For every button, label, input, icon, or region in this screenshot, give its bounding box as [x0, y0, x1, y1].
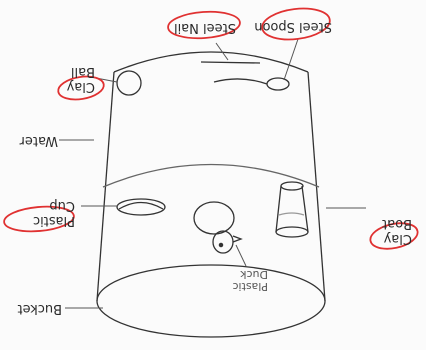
clay-boat-shape	[116, 198, 166, 216]
bucket-rim	[96, 264, 326, 338]
label-plastic-cup: Plastic Cup	[33, 198, 75, 228]
label-bucket: Bucket	[17, 301, 62, 316]
label-plastic-duck: Plastic Duck	[232, 268, 268, 293]
label-steel-spoon: Steel Spoon	[254, 19, 332, 34]
steel-nail-shape	[200, 61, 261, 64]
leader-plastic-duck	[235, 244, 247, 267]
circle-plastic-cup	[3, 205, 75, 233]
leader-spoon	[283, 38, 299, 81]
circle-steel-spoon	[261, 7, 331, 41]
label-water: Water	[19, 133, 58, 148]
label-plastic-duck-line1: Plastic	[232, 280, 268, 293]
leader-nail	[215, 42, 229, 61]
steel-spoon-shape	[213, 77, 290, 91]
bucket-bottom	[113, 51, 309, 73]
circle-steel-nail	[167, 10, 241, 40]
plastic-cup-shape	[275, 181, 309, 238]
water-surface	[102, 163, 320, 188]
label-clay-boat-line2: Boat	[382, 216, 412, 231]
label-plastic-cup-line1: Plastic	[32, 213, 75, 228]
label-clay-ball-line2: Ball	[70, 64, 95, 79]
circle-clay-ball	[57, 75, 105, 101]
label-steel-nail: Steel Nail	[173, 20, 236, 35]
label-clay-boat-line1: Clay	[383, 231, 412, 246]
label-clay-boat: Clay Boat	[382, 216, 412, 246]
label-plastic-duck-line2: Duck	[240, 268, 268, 281]
label-plastic-cup-line2: Cup	[49, 198, 75, 213]
label-clay-ball-line1: Clay	[66, 79, 95, 94]
circle-clay-boat	[369, 222, 419, 250]
plastic-duck-shape	[193, 201, 243, 254]
label-clay-ball: Clay Ball	[67, 64, 95, 94]
clay-ball-shape	[116, 70, 142, 96]
